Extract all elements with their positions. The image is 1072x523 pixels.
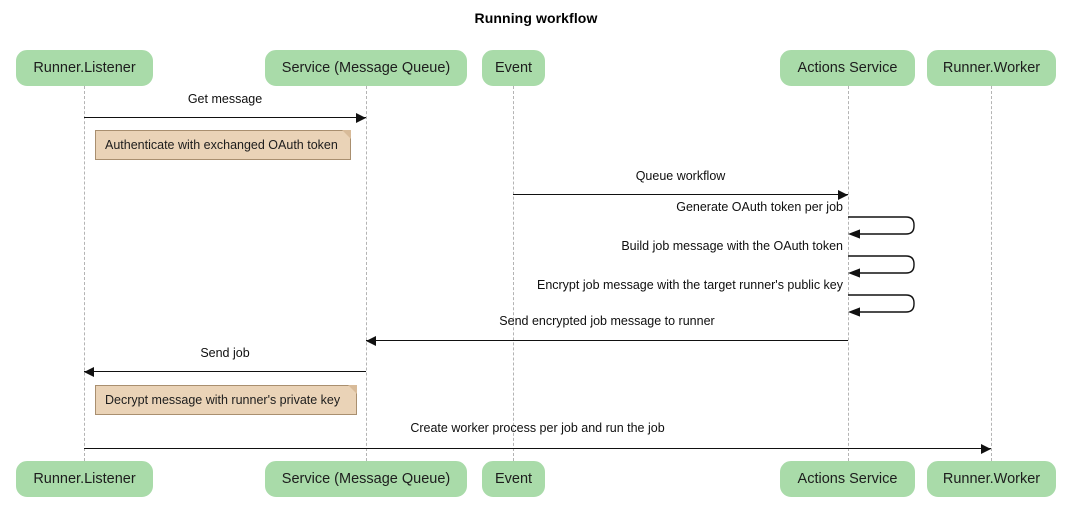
self-message-label-encrypt-job-message: Encrypt job message with the target runn… <box>536 278 843 292</box>
note-text: Decrypt message with runner's private ke… <box>105 393 341 407</box>
note-authenticate: Authenticate with exchanged OAuth token <box>95 130 351 160</box>
arrow-head-create-worker-process <box>981 443 991 454</box>
message-line-send-job <box>84 371 366 372</box>
participant-label: Runner.Listener <box>33 60 136 76</box>
message-label-get-message: Get message <box>187 92 263 106</box>
self-message-generate-oauth-token <box>848 216 920 245</box>
participant-header-event[interactable]: Event <box>482 50 545 86</box>
self-message-build-job-message <box>848 255 920 284</box>
participant-label: Event <box>494 471 533 487</box>
participant-label: Actions Service <box>797 471 898 487</box>
lifeline-actions-service <box>848 86 849 461</box>
message-label-queue-workflow: Queue workflow <box>635 169 726 183</box>
message-line-send-encrypted-job-message <box>366 340 848 341</box>
participant-footer-actions-service[interactable]: Actions Service <box>780 461 915 497</box>
participant-footer-service-mq[interactable]: Service (Message Queue) <box>265 461 467 497</box>
lifeline-runner-listener <box>84 86 85 461</box>
message-line-queue-workflow <box>513 194 848 195</box>
message-label-send-encrypted-job-message: Send encrypted job message to runner <box>499 314 715 328</box>
note-fold-icon <box>348 385 357 394</box>
message-line-get-message <box>84 117 366 118</box>
participant-label: Runner.Listener <box>33 471 136 487</box>
note-fold-icon <box>342 130 351 139</box>
participant-footer-runner-listener[interactable]: Runner.Listener <box>16 461 153 497</box>
arrow-head-send-job <box>84 366 94 377</box>
participant-header-service-mq[interactable]: Service (Message Queue) <box>265 50 467 86</box>
lifeline-service-mq <box>366 86 367 461</box>
lifeline-event <box>513 86 514 461</box>
participant-footer-event[interactable]: Event <box>482 461 545 497</box>
arrow-head-queue-workflow <box>838 189 848 200</box>
arrow-head-get-message <box>356 112 366 123</box>
participant-label: Event <box>494 60 533 76</box>
message-label-send-job: Send job <box>200 346 250 360</box>
participant-label: Service (Message Queue) <box>281 471 451 487</box>
self-message-label-generate-oauth-token: Generate OAuth token per job <box>676 200 843 214</box>
lifeline-runner-worker <box>991 86 992 461</box>
participant-label: Runner.Worker <box>942 471 1041 487</box>
arrow-head-send-encrypted-job-message <box>366 335 376 346</box>
note-text: Authenticate with exchanged OAuth token <box>105 138 338 152</box>
message-label-create-worker-process: Create worker process per job and run th… <box>410 421 665 435</box>
participant-header-runner-worker[interactable]: Runner.Worker <box>927 50 1056 86</box>
self-message-encrypt-job-message <box>848 294 920 323</box>
participant-label: Runner.Worker <box>942 60 1041 76</box>
note-decrypt: Decrypt message with runner's private ke… <box>95 385 357 415</box>
self-message-label-build-job-message: Build job message with the OAuth token <box>621 239 843 253</box>
participant-header-actions-service[interactable]: Actions Service <box>780 50 915 86</box>
participant-footer-runner-worker[interactable]: Runner.Worker <box>927 461 1056 497</box>
page-title: Running workflow <box>474 10 598 26</box>
participant-header-runner-listener[interactable]: Runner.Listener <box>16 50 153 86</box>
message-line-create-worker-process <box>84 448 991 449</box>
participant-label: Actions Service <box>797 60 898 76</box>
participant-label: Service (Message Queue) <box>281 60 451 76</box>
